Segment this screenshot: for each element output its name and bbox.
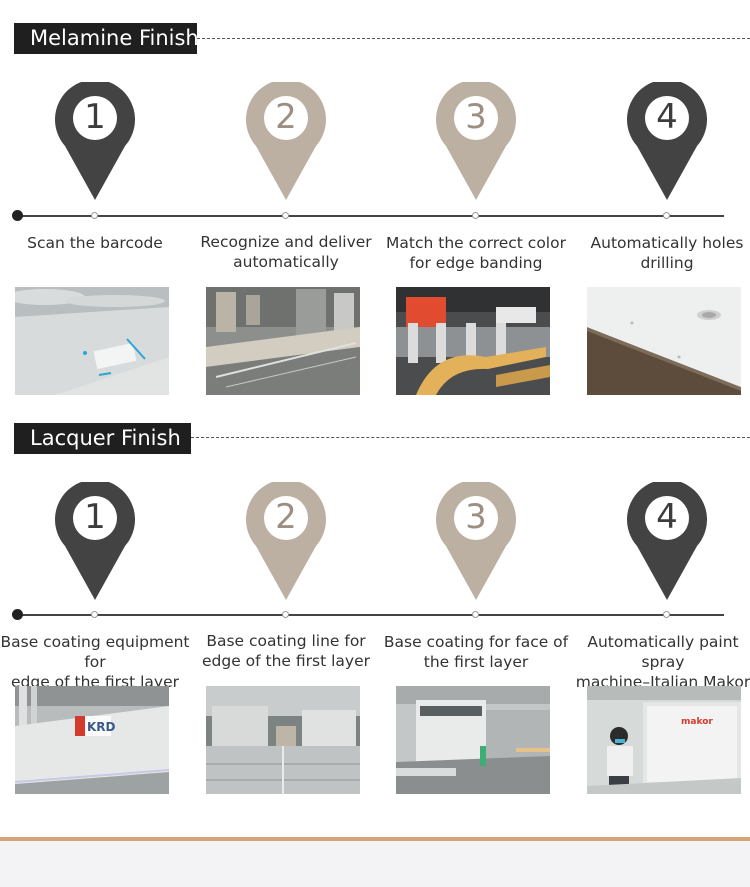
face-coating-machine-photo xyxy=(396,686,550,794)
edge-coating-machine-photo: KRD xyxy=(15,686,169,794)
footer-area xyxy=(0,841,750,887)
drilled-panel-photo xyxy=(587,287,741,395)
timeline-line xyxy=(18,215,724,217)
step-number: 2 xyxy=(275,97,297,137)
footer-accent-bar xyxy=(0,837,750,841)
conveyor-line-photo xyxy=(206,287,360,395)
step-number: 3 xyxy=(465,497,487,537)
location-pin-1: 1 xyxy=(55,482,135,602)
timeline-node xyxy=(91,611,98,618)
timeline-node xyxy=(472,212,479,219)
title-divider xyxy=(197,38,750,39)
timeline-node xyxy=(91,212,98,219)
title-divider xyxy=(191,437,750,438)
location-pin-1: 1 xyxy=(55,82,135,202)
barcode-scanning-photo xyxy=(15,287,169,395)
svg-text:makor: makor xyxy=(681,717,713,727)
location-pin-3: 3 xyxy=(436,82,516,202)
step-number: 4 xyxy=(656,497,678,537)
section-title: Lacquer Finish xyxy=(14,423,191,454)
timeline-node xyxy=(663,212,670,219)
step-number: 1 xyxy=(84,97,106,137)
edge-banding-machine-photo xyxy=(396,287,550,395)
step-number: 4 xyxy=(656,97,678,137)
timeline-node xyxy=(663,611,670,618)
section-title: Melamine Finish xyxy=(14,23,199,54)
location-pin-4: 4 xyxy=(627,82,707,202)
step-number: 1 xyxy=(84,497,106,537)
location-pin-3: 3 xyxy=(436,482,516,602)
step-number: 3 xyxy=(465,97,487,137)
spray-machine-photo: makor xyxy=(587,686,741,794)
step-label: Scan the barcode xyxy=(27,234,163,252)
location-pin-4: 4 xyxy=(627,482,707,602)
timeline-node xyxy=(472,611,479,618)
timeline-start-dot xyxy=(12,609,23,620)
location-pin-2: 2 xyxy=(246,482,326,602)
timeline-node xyxy=(282,611,289,618)
timeline-start-dot xyxy=(12,210,23,221)
coating-line-photo xyxy=(206,686,360,794)
location-pin-2: 2 xyxy=(246,82,326,202)
svg-text:KRD: KRD xyxy=(87,720,116,734)
step-number: 2 xyxy=(275,497,297,537)
timeline-line xyxy=(18,614,724,616)
timeline-node xyxy=(282,212,289,219)
